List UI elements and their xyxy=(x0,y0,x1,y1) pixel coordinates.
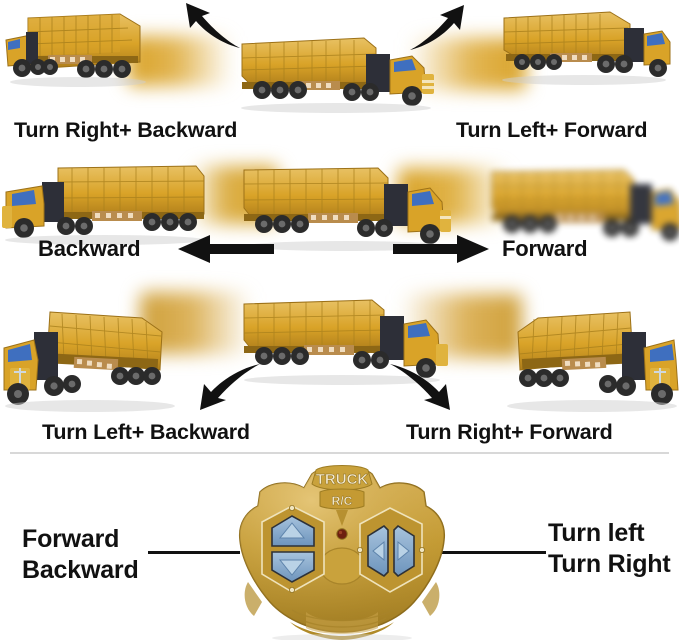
forward-button xyxy=(271,515,315,547)
label-backward: Backward xyxy=(38,236,141,261)
remote-type-label: R/C xyxy=(332,494,353,508)
label-turn-right-backward: Turn Right+ Backward xyxy=(14,118,238,142)
label-forward: Forward xyxy=(502,236,588,261)
callout-right-label: Turn left Turn Right xyxy=(548,518,671,579)
truck-row2-center xyxy=(238,158,453,256)
section-divider xyxy=(10,452,669,454)
truck-row3-left xyxy=(0,298,182,418)
remote-brand-label: TRUCK xyxy=(316,471,369,488)
truck-row3-right xyxy=(500,298,679,418)
curved-arrow-down-right-icon xyxy=(388,360,464,412)
row-turn-diagonal-up: Turn Right+ Backward Turn Left+ Forward xyxy=(0,0,679,148)
row-turn-diagonal-down: Turn Left+ Backward Turn Right+ Forward xyxy=(0,278,679,446)
truck-row2-left xyxy=(0,156,210,252)
curved-arrow-down-left-icon xyxy=(186,360,262,412)
label-turn-right-forward: Turn Right+ Forward xyxy=(406,420,613,444)
callout-turn-left-text: Turn left xyxy=(548,519,645,547)
callout-line-left xyxy=(148,551,240,554)
turn-left-button xyxy=(367,524,389,578)
callout-backward-text: Backward xyxy=(22,555,139,584)
curved-arrow-up-left-icon xyxy=(176,2,246,50)
callout-forward-text: Forward xyxy=(22,525,120,553)
label-turn-left-backward: Turn Left+ Backward xyxy=(42,420,250,444)
truck-row1-left xyxy=(2,6,174,92)
row-remote-control: Forward Backward Turn left Turn Right xyxy=(0,452,679,642)
label-turn-left-forward: Turn Left+ Forward xyxy=(456,118,648,142)
row-forward-backward: Backward Forward xyxy=(0,148,679,278)
callout-left-label: Forward Backward xyxy=(22,524,139,585)
truck-row1-right xyxy=(498,2,676,92)
callout-turn-right-text: Turn Right xyxy=(548,549,671,578)
arrow-left-icon xyxy=(178,234,274,264)
truck-row1-center xyxy=(236,26,451,118)
curved-arrow-up-right-icon xyxy=(406,2,476,52)
arrow-right-icon xyxy=(393,234,489,264)
callout-line-right xyxy=(440,551,546,554)
truck-row3-center xyxy=(236,288,450,388)
turn-right-button xyxy=(393,524,415,578)
backward-button xyxy=(271,551,315,583)
truck-row2-right xyxy=(488,160,679,254)
motion-smear-row1-left xyxy=(128,36,233,86)
power-led xyxy=(336,528,348,540)
rc-remote-control[interactable]: TRUCK R/C xyxy=(228,462,456,640)
